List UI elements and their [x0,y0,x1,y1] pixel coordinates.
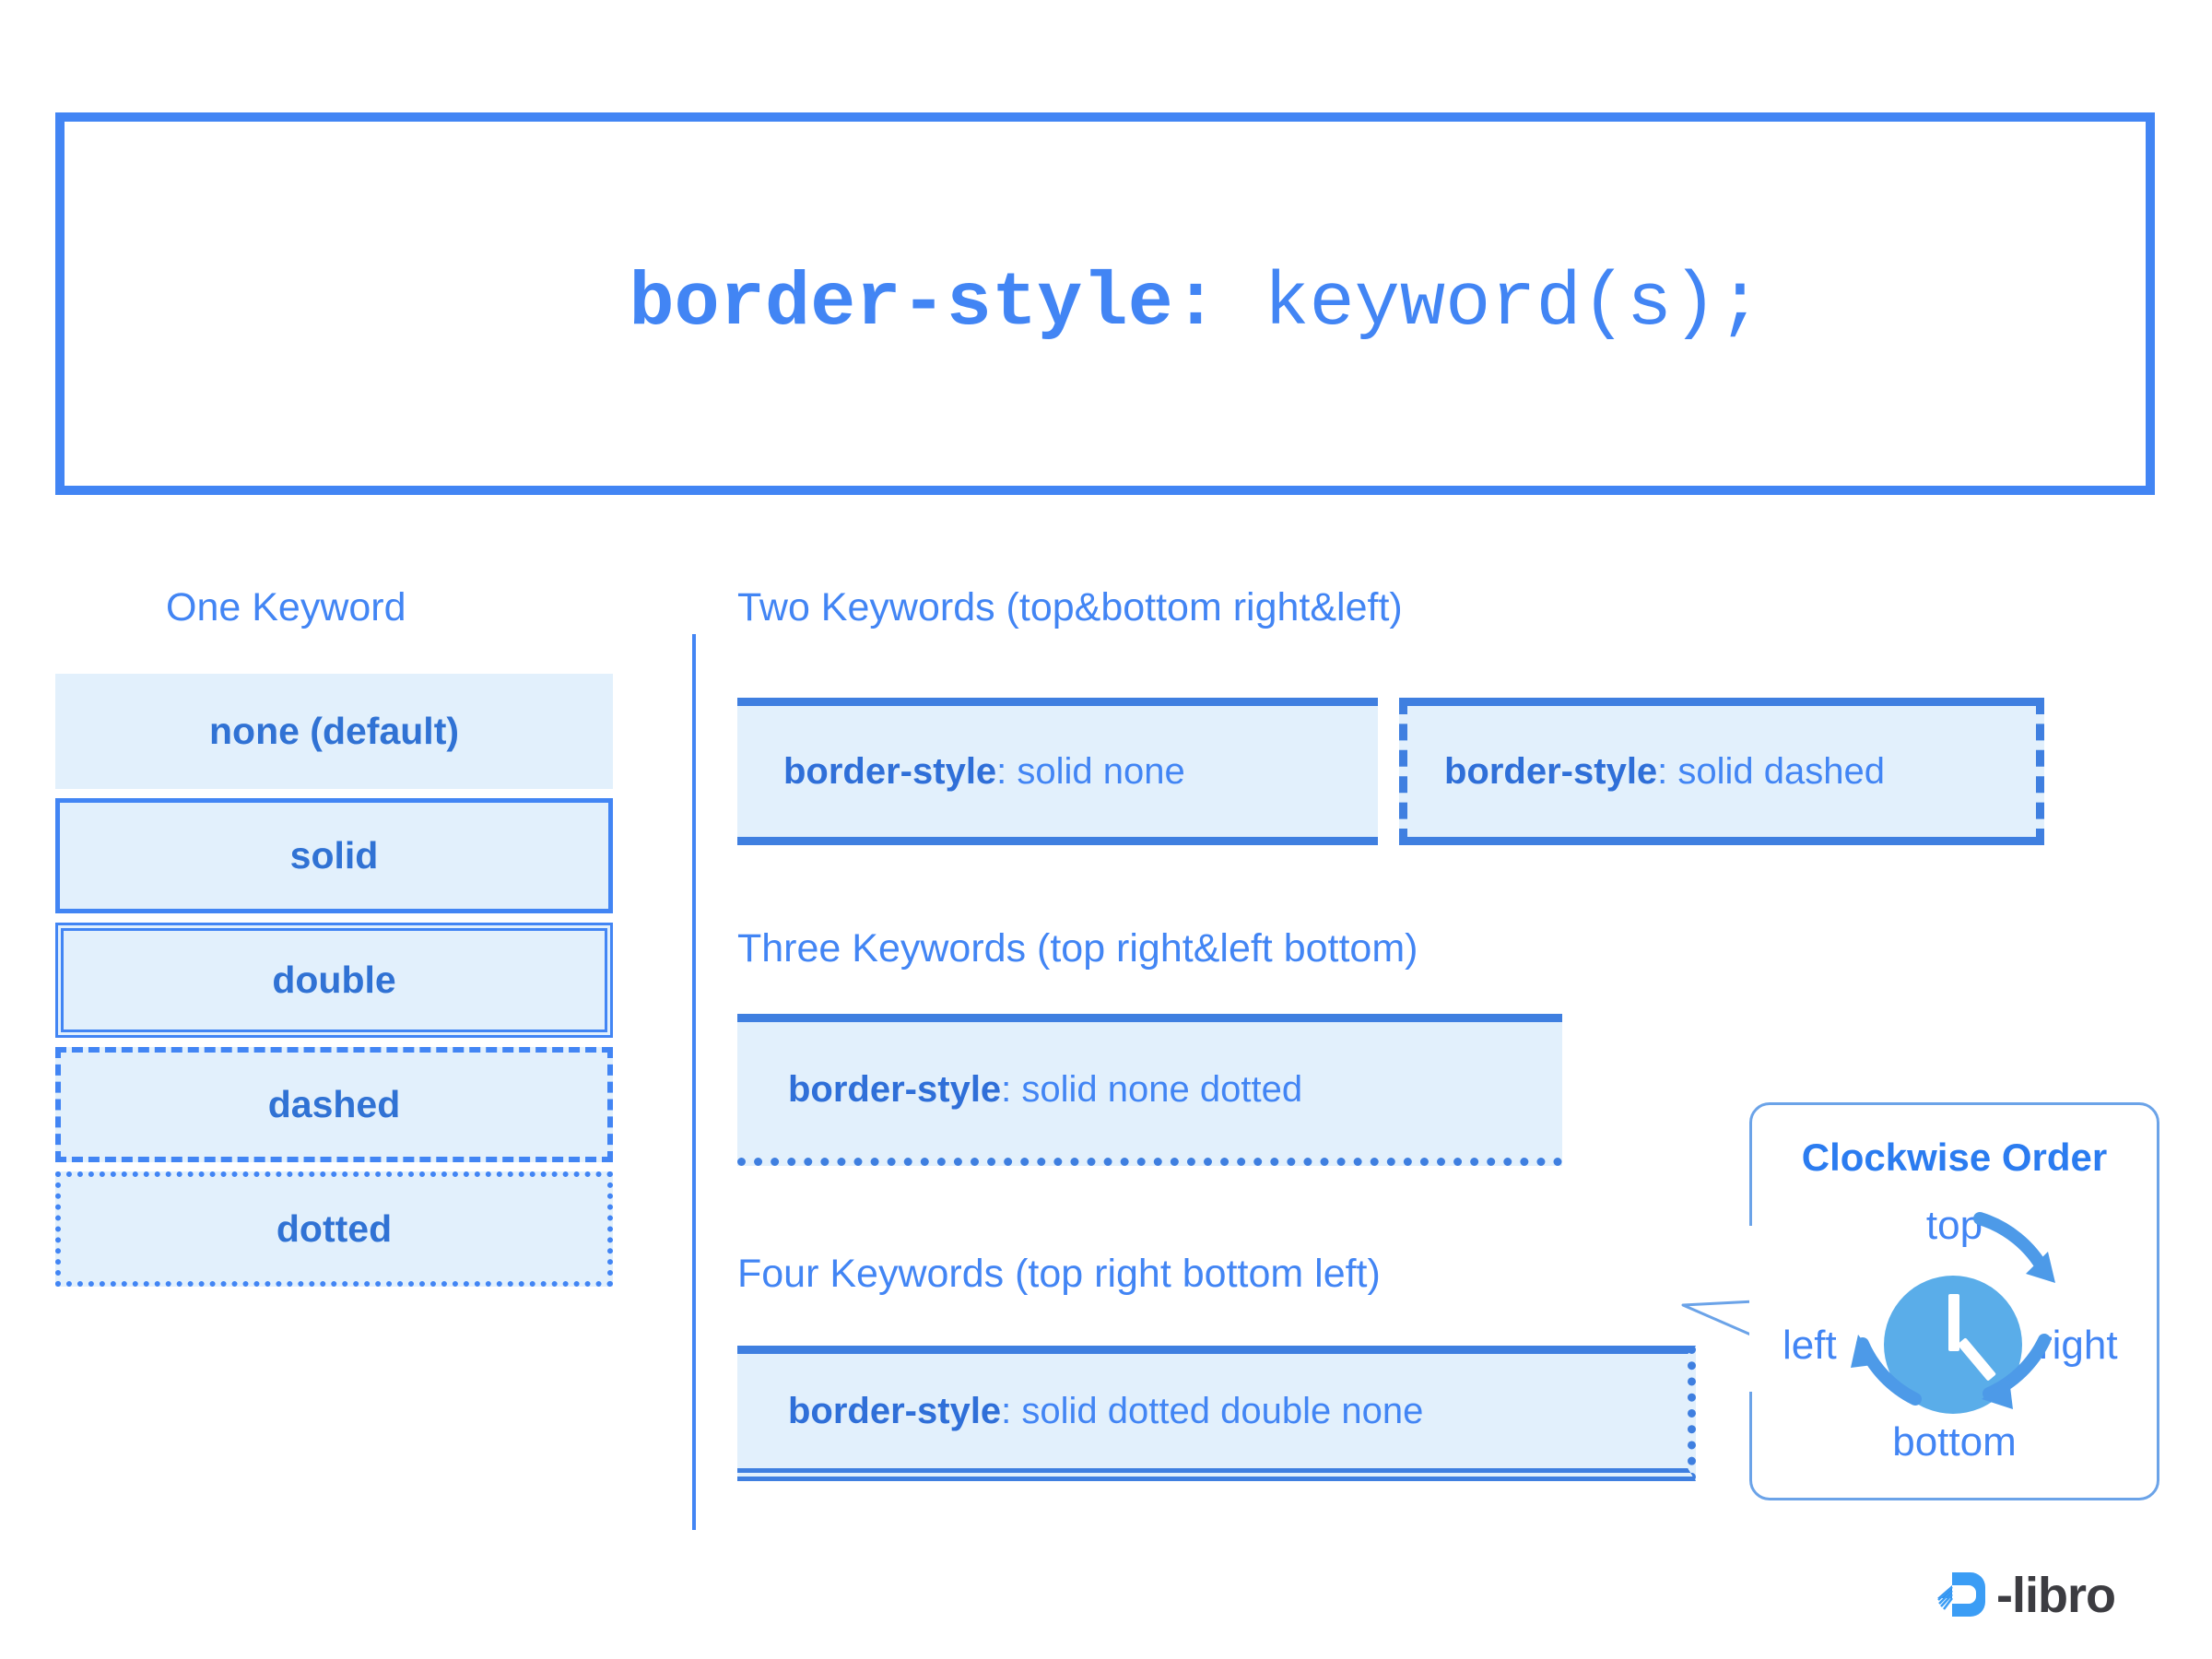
callout-title: Clockwise Order [1801,1135,2108,1179]
page-title: border-style: keyword(s); [447,175,1762,432]
title-value: keyword(s); [1218,261,1763,347]
two-keywords-example-solid-none: border-style: solid none [737,698,1378,845]
syntax-header-box: border-style: keyword(s); [55,112,2155,495]
title-property: border-style: [629,261,1219,347]
two-keywords-heading: Two Keywords (top&bottom right&left) [737,585,1403,629]
example-value-label: : solid none [996,750,1185,792]
keyword-box-dotted: dotted [55,1171,613,1287]
example-property-label: border-style [783,750,997,792]
clock-minute-hand-icon [1948,1294,1959,1351]
column-divider [692,634,696,1530]
keyword-box-none: none (default) [55,674,613,789]
example-value-label: : solid dashed [1657,750,1886,792]
logo-wordmark: -libro [1996,1568,2116,1623]
keyword-box-solid: solid [55,798,613,913]
brand-logo: -libro [1934,1567,2116,1624]
keyword-box-dashed: dashed [55,1047,613,1162]
one-keyword-heading: One Keyword [166,585,406,629]
keyword-box-double: double [55,923,613,1038]
four-keywords-example-solid-dotted-double-none: border-style: solid dotted double none [737,1346,1696,1481]
two-keywords-example-solid-dashed: border-style: solid dashed [1399,698,2044,845]
callout-tail [1681,1226,1760,1392]
direction-label-top: top [1925,1203,1983,1248]
d-libro-book-icon [1937,1572,1985,1617]
example-value-label: : solid dotted double none [1001,1390,1424,1431]
example-property-label: border-style [788,1069,1002,1110]
direction-label-right: right [2039,1323,2118,1368]
four-keywords-heading: Four Keywords (top right bottom left) [737,1252,1381,1296]
example-property-label: border-style [1444,750,1658,792]
three-keywords-example-solid-none-dotted: border-style: solid none dotted [737,1014,1562,1166]
direction-label-bottom: bottom [1892,1419,2017,1465]
example-property-label: border-style [788,1390,1002,1431]
three-keywords-heading: Three Keywords (top right&left bottom) [737,926,1418,971]
direction-label-left: left [1783,1323,1837,1368]
example-value-label: : solid none dotted [1001,1069,1303,1110]
